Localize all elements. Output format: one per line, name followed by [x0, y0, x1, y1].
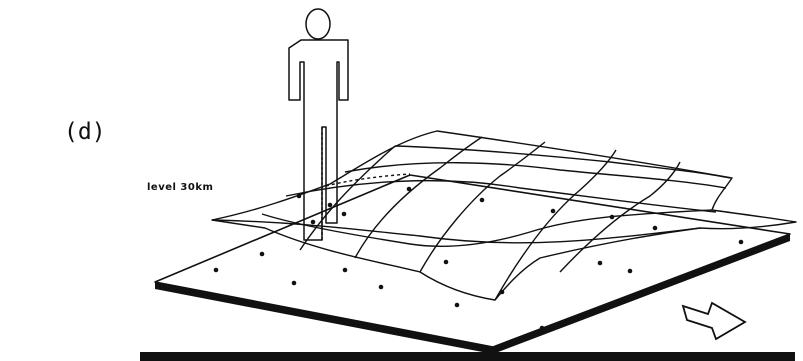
- arrow-shape: [681, 301, 747, 341]
- mesh-column-line: [559, 161, 681, 273]
- station-dot: [454, 302, 460, 308]
- bottom-baseline: [140, 352, 795, 361]
- station-dot: [259, 251, 265, 257]
- station-dot: [597, 260, 603, 266]
- mesh-outline: [211, 130, 797, 301]
- panel-label: (d): [64, 119, 106, 145]
- ground-plane-left-edge: [155, 282, 493, 354]
- station-dot: [539, 325, 545, 331]
- level-label: level 30km: [147, 182, 213, 193]
- person-body: [288, 39, 349, 241]
- bottom-bar: [140, 352, 795, 361]
- station-dot: [310, 219, 316, 225]
- person-head: [305, 8, 331, 40]
- mesh-row-line: [261, 209, 713, 248]
- ground-plane-edges: [155, 234, 790, 354]
- mesh-hidden-line: [325, 173, 411, 187]
- mesh-column-line: [494, 149, 617, 301]
- hollow-right-arrow-icon: [681, 301, 747, 341]
- station-dot: [378, 284, 384, 290]
- station-dot: [550, 208, 556, 214]
- station-dot: [327, 202, 333, 208]
- station-dot: [652, 225, 658, 231]
- level-surface-mesh: [211, 130, 797, 301]
- mesh-column-line: [419, 141, 546, 273]
- mesh-front-edge: [211, 219, 701, 244]
- station-dot: [291, 280, 297, 286]
- station-dot: [342, 267, 348, 273]
- ground-plane-right-edge: [493, 234, 790, 354]
- mesh-column-line: [354, 136, 483, 259]
- station-dot: [627, 268, 633, 274]
- mesh-row-line: [344, 162, 727, 189]
- station-dot: [213, 267, 219, 273]
- station-dot: [443, 259, 449, 265]
- station-dot: [341, 211, 347, 217]
- human-figure-icon: [288, 8, 349, 241]
- mesh-row-line: [285, 179, 717, 213]
- station-dot: [738, 239, 744, 245]
- mesh-row-line: [394, 145, 731, 179]
- station-dot: [406, 186, 412, 192]
- mesh-column-line: [299, 145, 396, 251]
- station-dot: [479, 197, 485, 203]
